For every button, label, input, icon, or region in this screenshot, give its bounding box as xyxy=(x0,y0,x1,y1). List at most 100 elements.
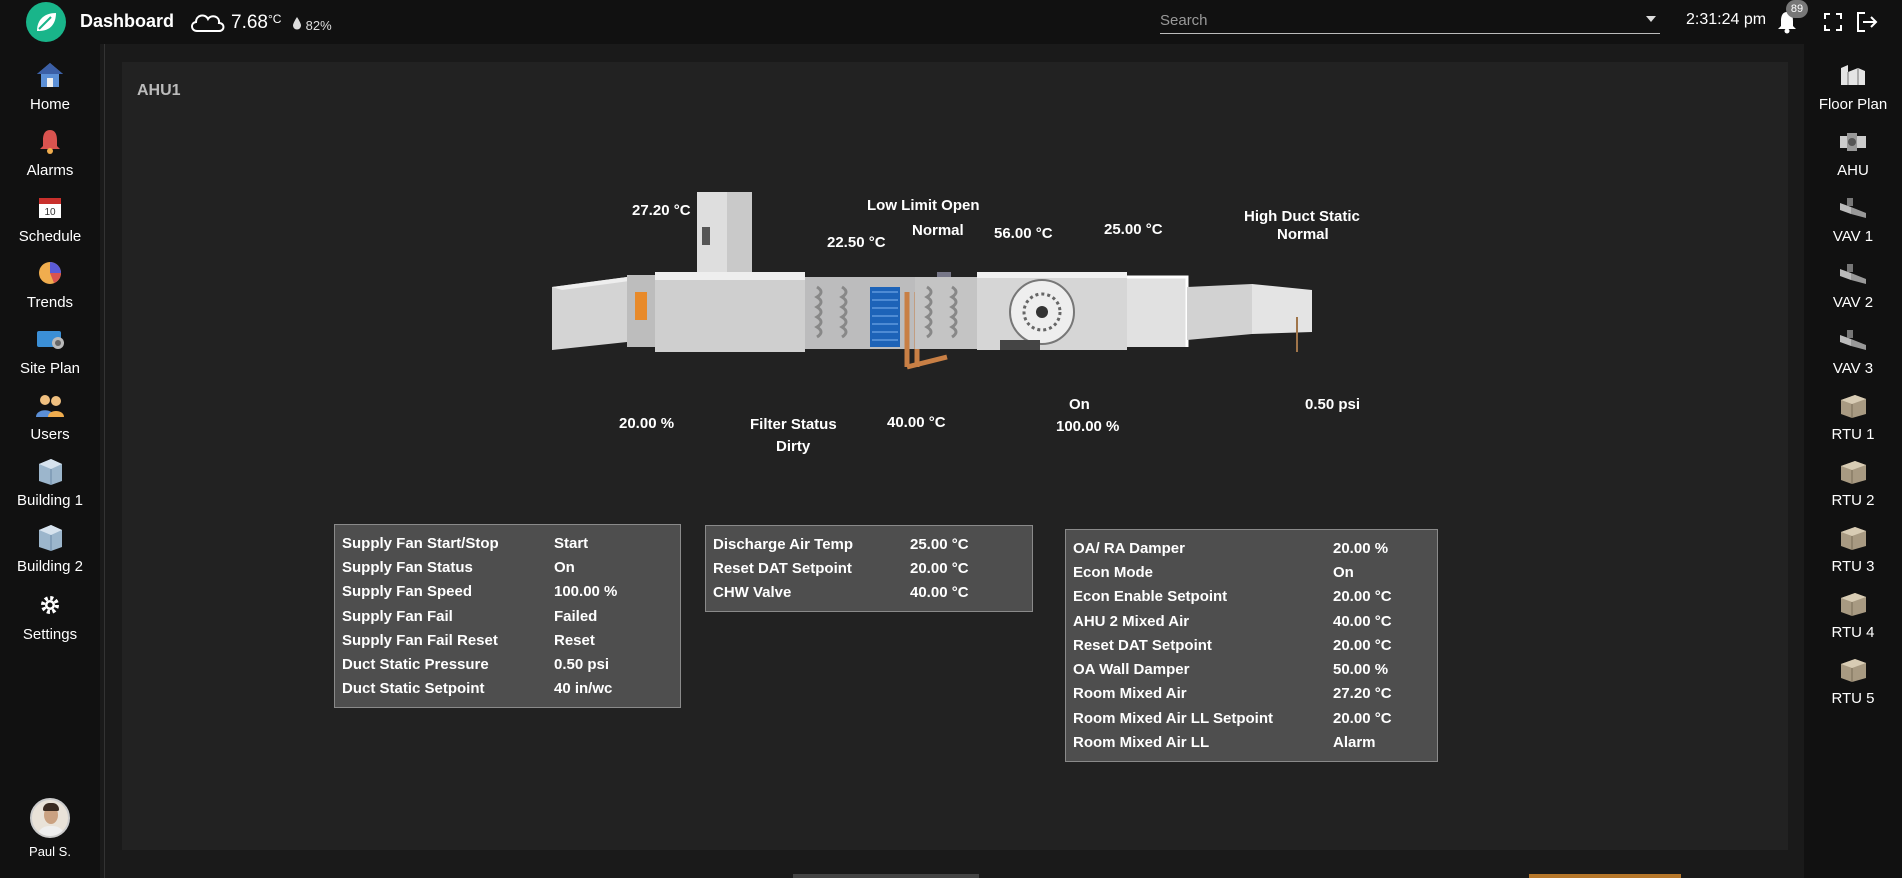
notification-count-badge[interactable]: 89 xyxy=(1786,0,1808,18)
droplet-icon xyxy=(293,17,301,30)
right-sidebar: Floor Plan AHU VAV 1 VAV 2 VAV 3 RTU 1 R… xyxy=(1804,44,1902,878)
discharge-section xyxy=(1127,277,1187,347)
rtu-icon xyxy=(1841,659,1866,682)
cooling-coil xyxy=(870,287,900,347)
nav-building-1[interactable]: Building 1 xyxy=(0,454,100,509)
coil-outlet-temperature: 56.00 °C xyxy=(994,225,1053,242)
vav-icon xyxy=(1840,330,1866,350)
app-title[interactable]: Dashboard xyxy=(80,11,175,31)
nav-site-plan[interactable]: Site Plan xyxy=(0,322,100,377)
high-duct-static-label: High Duct Static xyxy=(1244,208,1360,225)
calendar-icon: 10 xyxy=(39,198,61,218)
fan-speed-value: 100.00 % xyxy=(1056,418,1120,435)
ahu-icon xyxy=(1840,133,1866,151)
vav-icon xyxy=(1840,264,1866,284)
user-profile[interactable]: Paul S. xyxy=(0,798,100,859)
duct-static-value: 0.50 psi xyxy=(1305,396,1361,413)
app-logo[interactable] xyxy=(26,2,66,42)
nav-rtu-1[interactable]: RTU 1 xyxy=(1804,388,1902,443)
nav-rtu-2[interactable]: RTU 2 xyxy=(1804,454,1902,509)
outdoor-air-duct xyxy=(552,277,627,350)
building-icon xyxy=(39,459,62,485)
nav-settings[interactable]: Settings xyxy=(0,588,100,643)
nav-vav-2[interactable]: VAV 2 xyxy=(1804,256,1902,311)
users-icon xyxy=(36,395,64,417)
main-panel: AHU1 xyxy=(122,62,1788,850)
filter-status-label: Filter Status xyxy=(750,416,837,433)
filter-status-value: Dirty xyxy=(776,438,811,455)
left-sidebar: Home Alarms 10 Schedule Trends Site Plan… xyxy=(0,44,100,878)
logout-icon[interactable] xyxy=(1856,11,1878,33)
nav-rtu-3[interactable]: RTU 3 xyxy=(1804,520,1902,575)
discharge-temperature: 25.00 °C xyxy=(1104,221,1163,238)
nav-vav-1[interactable]: VAV 1 xyxy=(1804,190,1902,245)
nav-users[interactable]: Users xyxy=(0,388,100,443)
leaf-icon xyxy=(37,13,56,31)
mixing-box xyxy=(655,272,805,352)
horizontal-scrollbar[interactable] xyxy=(793,874,979,878)
nav-trends[interactable]: Trends xyxy=(0,256,100,311)
cloud-icon xyxy=(191,14,225,32)
gear-icon xyxy=(41,596,59,614)
nav-building-2[interactable]: Building 2 xyxy=(0,520,100,575)
user-name: Paul S. xyxy=(29,844,71,859)
rtu-icon xyxy=(1841,527,1866,550)
high-duct-static-status: Normal xyxy=(1277,226,1329,243)
room-mixed-air-label: 27.20 °C xyxy=(632,202,691,219)
ahu-diagram xyxy=(552,192,1312,370)
nav-rtu-5[interactable]: RTU 5 xyxy=(1804,652,1902,707)
chw-valve-value: 40.00 °C xyxy=(887,414,946,431)
nav-vav-3[interactable]: VAV 3 xyxy=(1804,322,1902,377)
fan-status-value: On xyxy=(1069,396,1090,413)
nav-alarms[interactable]: Alarms xyxy=(0,124,100,179)
low-limit-status: Normal xyxy=(912,222,964,239)
nav-floor-plan[interactable]: Floor Plan xyxy=(1804,58,1902,113)
nav-rtu-4[interactable]: RTU 4 xyxy=(1804,586,1902,641)
vav-icon xyxy=(1840,198,1866,218)
page-title: AHU1 xyxy=(137,82,181,99)
search-box[interactable] xyxy=(1160,8,1660,34)
search-dropdown-caret-icon[interactable] xyxy=(1646,16,1656,22)
floor-plan-icon xyxy=(1841,65,1865,85)
fullscreen-icon[interactable] xyxy=(1824,13,1842,31)
nav-ahu[interactable]: AHU xyxy=(1804,124,1902,179)
outside-humidity: 82% xyxy=(292,16,332,33)
site-plan-icon xyxy=(37,331,64,349)
sidebar-divider xyxy=(104,44,105,878)
building-icon xyxy=(39,525,62,551)
nav-home[interactable]: Home xyxy=(0,58,100,113)
rtu-icon xyxy=(1841,461,1866,484)
filter-outlet-temperature: 22.50 °C xyxy=(827,234,886,251)
pie-chart-icon xyxy=(39,262,61,284)
nav-schedule[interactable]: 10 Schedule xyxy=(0,190,100,245)
alarm-bell-icon xyxy=(40,130,60,154)
low-limit-label: Low Limit Open xyxy=(867,197,980,214)
search-input[interactable] xyxy=(1160,8,1630,32)
damper-position: 20.00 % xyxy=(619,415,675,432)
avatar[interactable] xyxy=(30,798,70,838)
clock: 2:31:24 pm xyxy=(1686,11,1767,28)
top-bar: Dashboard 7.68°C 82% 2:31:24 pm 89 xyxy=(0,0,1902,44)
rtu-icon xyxy=(1841,593,1866,616)
